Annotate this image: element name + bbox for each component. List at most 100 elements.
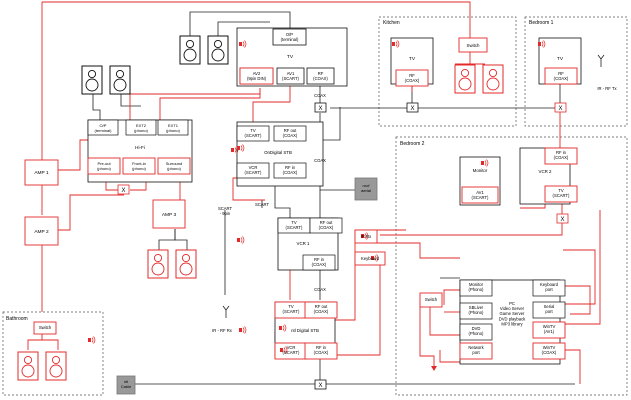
label-ntl-stb-tv: TV [288, 304, 294, 309]
port-av2 [239, 67, 274, 85]
room-label-kitchen: Kitchen [383, 20, 400, 26]
amp2-box [24, 216, 59, 246]
label-ext1: (phono) [166, 128, 180, 133]
label-kitchen-rf: RF [409, 73, 415, 78]
port-pc-dvd [459, 323, 493, 341]
speaker-icon [109, 65, 131, 95]
label-ntl-stb-rfin: (COAX) [314, 350, 329, 355]
label-network: port [472, 350, 480, 355]
box-ntl-cable [116, 375, 136, 395]
ir-icons [88, 40, 546, 354]
port-pc-sblive [459, 302, 493, 320]
label-monitor-av1: (SCART) [472, 195, 490, 200]
label-sblive: (Phono) [469, 310, 485, 315]
label-wintv-coax: WinTV [543, 345, 556, 350]
speaker-icon [81, 65, 103, 95]
label-vcr1-rfout: RF out [320, 220, 333, 225]
label-vcr1-rfin: RF in [314, 257, 325, 262]
label-kitchen-switch: Switch [467, 43, 480, 48]
port-ext1 [157, 119, 189, 136]
splitter-box: X [314, 102, 327, 113]
ir-emitter-icon [237, 236, 245, 244]
label-pc-keyboard: Keyboard [540, 282, 559, 287]
label-pre-out: (phono) [97, 166, 111, 171]
ir-emitter-icon [538, 40, 546, 48]
label-ntl-stb-vcr: (SCART) [283, 350, 301, 355]
label-av1-scart: AV1 [287, 71, 295, 76]
label-ir-rf-tx: IR - RF Tx [597, 86, 617, 91]
label-amp2: AMP 2 [34, 229, 49, 235]
ir-emitter-icon [361, 232, 369, 240]
label-kitchen-rf: (COAX) [405, 78, 420, 83]
label-pc: Video Server [500, 306, 525, 311]
label-kitchen-tv: TV [409, 56, 416, 62]
label-monitor-av1: AV1 [476, 190, 484, 195]
label-coax-low: COAX [314, 287, 326, 292]
label-switch-bed2: Switch [425, 297, 438, 302]
ir-emitter-icon [239, 326, 247, 334]
label-stb-rfin: RF in [285, 165, 296, 170]
port-surround [157, 157, 191, 175]
label-ondigital: OnDigital STB [264, 150, 292, 155]
splitter-box: X [556, 213, 569, 224]
label-vcr1-tv: (SCART) [286, 225, 304, 230]
ir-emitter-icon [481, 159, 489, 167]
label-stb-vcr: VCR [249, 165, 258, 170]
port-monitor-av1 [461, 186, 499, 204]
label-monitor: Monitor [473, 168, 488, 173]
speaker-icon [147, 249, 169, 279]
ir-emitter-icon [231, 146, 239, 154]
ir-emitter-icon [392, 40, 400, 48]
port-pc-keyboard [532, 279, 566, 297]
splitter-label: X [318, 383, 322, 389]
label-serial: Serial [544, 304, 555, 309]
label-frontin: Front-in [132, 161, 146, 166]
label-pre-out: Pre-out [97, 161, 111, 166]
label-pc: DVD playback [499, 316, 526, 321]
label-ntl-stb-rfin: RF in [316, 345, 327, 350]
label-network: Network [468, 345, 484, 350]
label-ntl-cable: Cable [121, 384, 132, 389]
room-label-bedroom1: Bedroom 1 [529, 20, 554, 26]
label-dvd: (Phono) [469, 331, 485, 336]
label-surround: (phono) [167, 166, 181, 171]
label-roof-aerial: aerial [361, 188, 371, 193]
splitter-box: X [406, 102, 419, 113]
port-op-terminal-hifi [87, 119, 119, 136]
port-ntl-rfout [304, 301, 338, 319]
label-coax-mid: COAX [314, 158, 326, 163]
red-boxes [24, 37, 578, 360]
port-kitchen-rf [395, 69, 429, 87]
kitchen-switch-box [458, 37, 488, 53]
label-roof-aerial: roof [363, 183, 371, 188]
label-stb-rfin: (COAX) [283, 170, 298, 175]
label-pc-monitor: (Phono) [469, 287, 485, 292]
label-coax-top: COAX [314, 93, 326, 98]
label-pc: PC [509, 301, 515, 306]
label-ntl-stb-rfout: RF out [315, 304, 328, 309]
splitter-label: X [121, 188, 125, 194]
label-ir-rx-right: IR Rx [361, 234, 372, 239]
splitter-label: X [318, 106, 322, 112]
port-ext2 [125, 119, 157, 136]
port-vcr1-rfin [302, 254, 336, 271]
speaker-icon [454, 64, 476, 94]
port-stb-rfin [273, 162, 307, 179]
ir-emitter-icon [280, 346, 288, 354]
speaker-icon [482, 64, 504, 94]
label-surround: Surround [166, 161, 182, 166]
black-wires [92, 11, 605, 385]
label-bath-switch: Switch [39, 325, 52, 330]
label-op-terminal-hifi: (terminal) [95, 128, 113, 133]
label-stb-rfout: RF out [284, 128, 297, 133]
label-pc-monitor: Monitor [469, 282, 484, 287]
room-bedroom2 [395, 136, 628, 396]
label-ntl-stb-rfout: (COAX) [314, 309, 329, 314]
label-wintv-av1: WinTV [543, 324, 556, 329]
port-pc-serial [532, 301, 566, 319]
splitter-label: X [558, 106, 562, 112]
port-wintv-coax [532, 342, 566, 360]
ir-emitter-icon [239, 40, 247, 48]
label-rf-coax: (COAX) [313, 76, 328, 81]
